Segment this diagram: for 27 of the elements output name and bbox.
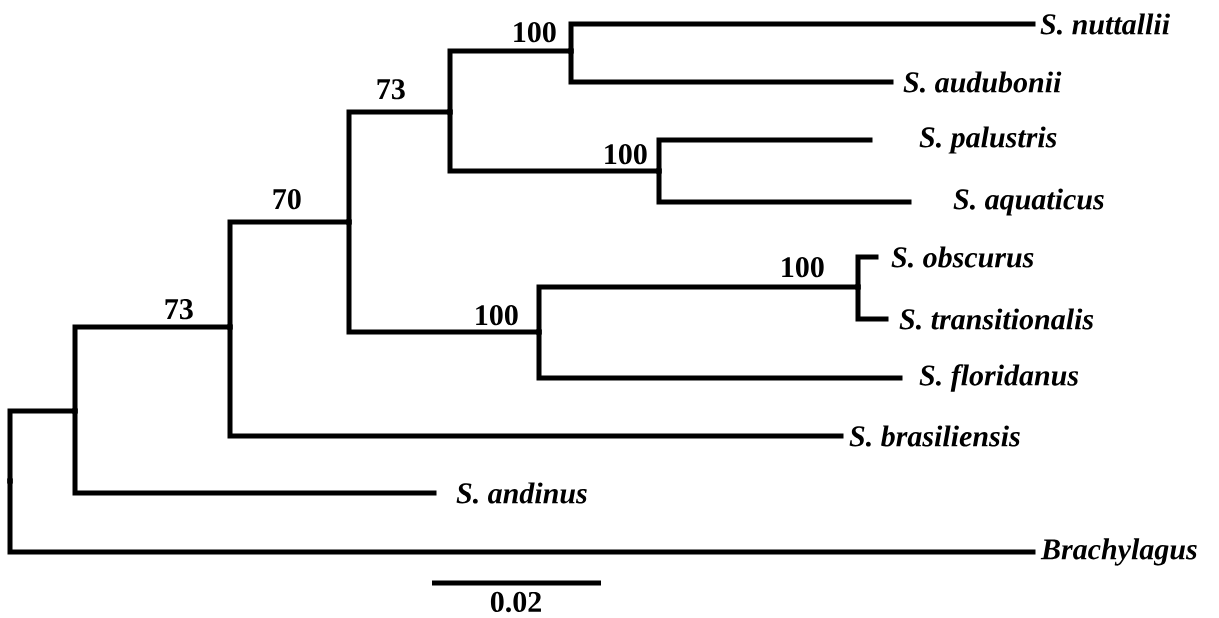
taxon-label: S. andinus: [456, 482, 587, 504]
tree-branch: [227, 324, 844, 439]
taxon-label: S. palustris: [919, 126, 1057, 154]
taxon-label: Brachylagus: [1040, 538, 1197, 566]
bootstrap-value: 73: [377, 79, 405, 100]
tree-branch: [447, 109, 659, 174]
taxon-label: S. obscurus: [891, 246, 1034, 268]
bootstrap-value: 100: [605, 144, 647, 165]
tree-branch: [72, 408, 437, 496]
taxon-label: S. nuttallii: [1040, 13, 1170, 35]
taxon-label: S. aquaticus: [953, 188, 1104, 216]
bootstrap-value: 100: [476, 305, 518, 326]
tree-branch: [7, 478, 1036, 555]
bootstrap-value: 100: [514, 22, 556, 43]
tree-branch: [346, 219, 539, 335]
scale-label: 0.02: [490, 591, 541, 613]
taxon-label: S. audubonii: [903, 71, 1062, 93]
taxon-label: S. floridanus: [919, 364, 1079, 392]
taxon-label: S. transitionalis: [899, 308, 1094, 330]
bootstrap-value: 100: [782, 257, 824, 278]
bootstrap-value: 70: [273, 189, 301, 210]
bootstrap-value: 73: [165, 299, 193, 320]
taxon-label: S. brasiliensis: [849, 425, 1020, 447]
tree-branch: [855, 284, 889, 322]
tree-branch: [656, 168, 912, 205]
tree-branch: [568, 48, 894, 85]
tree-branch: [536, 329, 903, 381]
